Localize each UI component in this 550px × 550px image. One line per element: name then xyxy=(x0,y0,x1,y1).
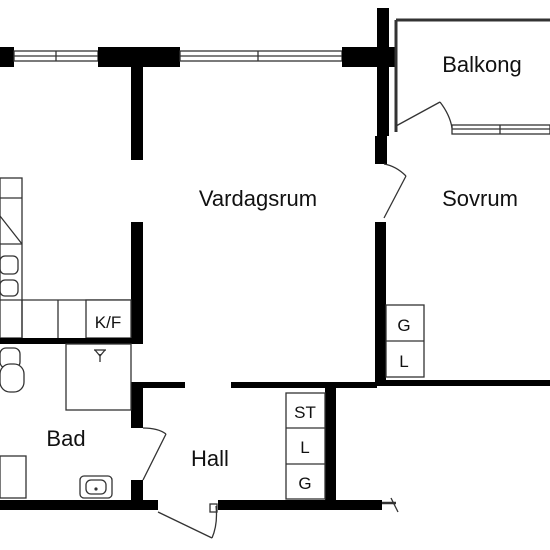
room-label-bath: Bad xyxy=(46,426,85,451)
room-label-bedroom: Sovrum xyxy=(442,186,518,211)
toilet-bowl xyxy=(0,363,25,393)
wall-hall-top-right xyxy=(231,382,377,388)
fridge-freezer-label: K/F xyxy=(95,313,121,332)
bath-sink xyxy=(79,475,113,499)
hall-closet-l: L xyxy=(300,438,309,457)
stove-plate-2 xyxy=(0,279,19,297)
wall-bath-top xyxy=(0,338,143,344)
balcony-wall-lower-left xyxy=(375,136,387,164)
balcony-wall-left xyxy=(377,8,389,136)
shower-area xyxy=(65,343,132,411)
room-label-living: Vardagsrum xyxy=(199,186,317,211)
wall-kitchen-upper xyxy=(131,64,143,160)
wall-bedroom-left-lower xyxy=(375,222,386,386)
wall-kitchen-lower xyxy=(131,222,143,344)
wall-bottom-right xyxy=(218,500,382,510)
wall-bath-right xyxy=(131,382,143,428)
hall-closet xyxy=(285,392,326,500)
bath-cabinet xyxy=(0,455,27,499)
room-label-balcony: Balkong xyxy=(442,52,522,77)
hall-closet-g: G xyxy=(298,474,311,493)
room-label-hall: Hall xyxy=(191,446,229,471)
stove-plate-1 xyxy=(0,255,19,275)
wall-hall-top-left xyxy=(143,382,185,388)
bedroom-closet-g: G xyxy=(397,316,410,335)
wall-top-pier xyxy=(98,47,180,67)
wall-hall-right xyxy=(325,386,336,502)
bedroom-closet-l: L xyxy=(399,352,408,371)
kitchen-counter xyxy=(0,177,23,339)
wall-top-left-stub xyxy=(0,47,14,67)
wall-bedroom-bottom xyxy=(386,380,550,386)
hall-closet-st: ST xyxy=(294,403,316,422)
bedroom-door xyxy=(383,175,407,219)
wall-bath-right-lower xyxy=(131,480,143,502)
wall-bottom-left xyxy=(0,500,158,510)
balcony-door xyxy=(395,101,441,127)
bath-door xyxy=(142,433,167,481)
entrance-door xyxy=(157,511,213,539)
